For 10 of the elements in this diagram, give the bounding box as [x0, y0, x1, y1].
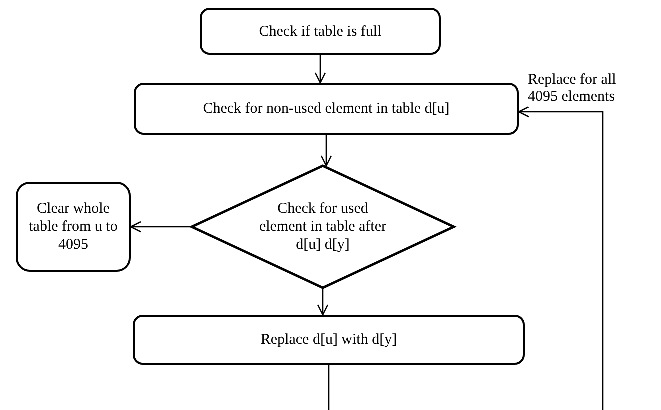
decision-diamond: Check for used element in table after d[u] d[y]	[192, 166, 454, 288]
process-box: Check if table is full	[200, 8, 441, 55]
arrow	[320, 135, 332, 167]
arrow	[317, 288, 329, 316]
process-box: Replace d[u] with d[y]	[133, 315, 525, 365]
arrow	[314, 55, 326, 84]
arrow	[130, 221, 192, 233]
process-box: Check for non-used element in table d[u]	[134, 83, 519, 135]
arrow	[518, 106, 604, 410]
process-box: Clear whole table from u to 4095	[16, 182, 131, 272]
